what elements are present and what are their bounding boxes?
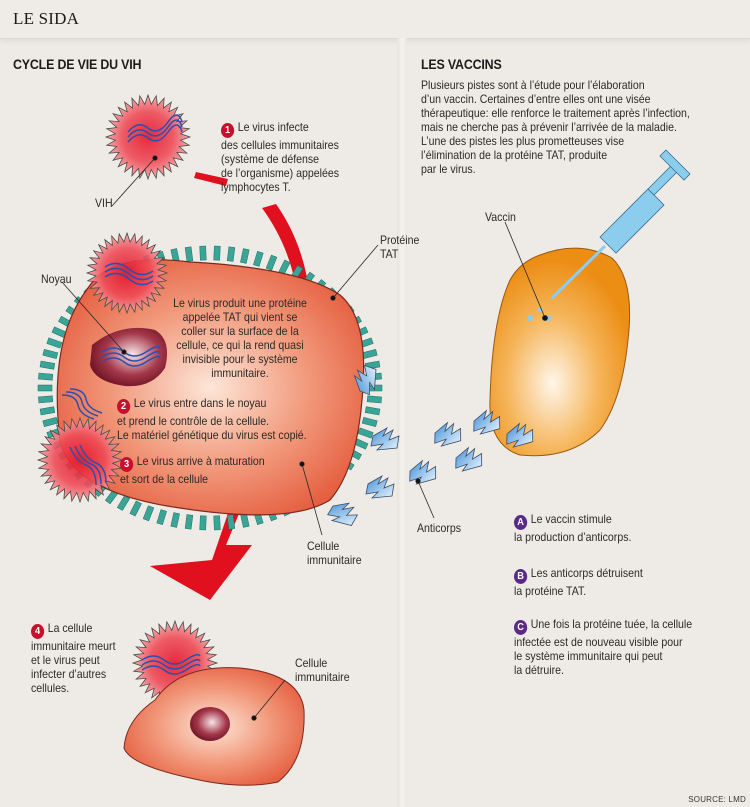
tat-protein — [156, 509, 167, 525]
label-cellule-immunitaire: Cellule immunitaire — [307, 539, 362, 567]
step-b-lead: Les anticorps détruisent — [530, 566, 643, 580]
hiv-virus-1 — [104, 93, 192, 181]
step-badge: 1 — [221, 123, 235, 138]
tat-protein — [226, 514, 236, 530]
antibody — [365, 474, 395, 499]
antibodies-group — [327, 364, 534, 526]
antibody — [473, 409, 501, 435]
tat-protein — [199, 245, 207, 261]
step-badge: 3 — [120, 457, 134, 472]
tat-protein — [361, 349, 378, 359]
label-cellule-immunitaire-2: Cellule immunitaire — [295, 656, 350, 684]
tat-protein — [38, 395, 54, 404]
tat-protein — [361, 417, 378, 427]
antibody — [327, 502, 359, 526]
tat-protein — [42, 349, 59, 359]
antibody — [506, 422, 534, 448]
page-title: LE SIDA — [13, 9, 80, 28]
virus-spikes — [36, 416, 124, 504]
tat-protein — [226, 246, 236, 262]
vaccinated-cell — [489, 247, 631, 457]
cell-nucleus — [90, 327, 168, 387]
step-badge: 2 — [117, 399, 131, 414]
tat-note: Le virus produit une protéine appelée TA… — [173, 296, 307, 380]
virus-spikes — [104, 93, 192, 181]
page-fold-divider — [397, 38, 407, 807]
tat-protein — [129, 500, 142, 517]
step-1-lead: Le virus infecte — [237, 120, 309, 134]
tat-protein — [357, 427, 374, 439]
step-badge: 4 — [31, 624, 45, 639]
antibody — [353, 364, 377, 396]
tat-protein — [364, 406, 381, 416]
step-3-lead: Le virus arrive à maturation — [136, 454, 265, 468]
tat-protein — [265, 254, 278, 271]
step-2-lead: Le virus entre dans le noyau — [133, 396, 267, 410]
label-noyau: Noyau — [41, 272, 72, 286]
label-anticorps: Anticorps — [417, 521, 462, 535]
step-b-text: la protéine TAT. — [514, 584, 587, 598]
label-vaccin: Vaccin — [485, 210, 516, 224]
step-2-text: et prend le contrôle de la cellule. Le m… — [117, 414, 307, 442]
antibody — [434, 421, 462, 447]
step-1-text: des cellules immunitaires (système de dé… — [221, 138, 340, 194]
tat-protein — [366, 395, 382, 404]
tat-protein — [184, 246, 194, 262]
tat-protein — [213, 515, 221, 531]
step-badge: C — [514, 620, 528, 635]
hiv-virus-exiting — [36, 416, 124, 504]
tat-protein — [42, 417, 59, 427]
vaccins-intro-text: Plusieurs pistes sont à l’étude pour l’é… — [421, 78, 690, 176]
tat-protein — [116, 495, 131, 511]
cell-nucleus-small — [190, 707, 230, 741]
step-a-text: la production d’anticorps. — [514, 530, 632, 544]
viral-rna-strands — [61, 114, 201, 675]
label-vih: VIH — [95, 196, 113, 210]
tat-protein — [199, 515, 207, 531]
tat-protein — [253, 251, 264, 267]
tat-protein — [184, 514, 194, 530]
step-a-lead: Le vaccin stimule — [530, 512, 612, 526]
antibody — [455, 446, 483, 472]
tat-protein — [37, 384, 53, 392]
source-credit: SOURCE: LMD — [688, 795, 746, 804]
tat-protein — [240, 248, 250, 264]
tat-protein — [170, 512, 180, 528]
section-title-vaccins: LES VACCINS — [421, 57, 502, 72]
step-c-text: infectée est de nouveau visible pour le … — [514, 635, 683, 677]
tat-protein — [213, 245, 221, 261]
tat-protein — [39, 360, 56, 370]
step-badge: B — [514, 569, 528, 584]
label-proteine-tat: Protéine TAT — [380, 233, 420, 261]
step-4-text: immunitaire meurt et le virus peut infec… — [31, 639, 116, 695]
tat-protein — [38, 372, 54, 381]
tat-protein — [142, 505, 155, 522]
antibody — [409, 459, 437, 485]
antibody — [370, 426, 400, 451]
step-3-text: et sort de la cellule — [120, 472, 209, 486]
step-4-lead: La cellule — [47, 621, 93, 635]
leader-lines — [61, 155, 548, 721]
header-bar: LE SIDA — [0, 0, 750, 39]
step-c-lead: Une fois la protéine tuée, la cellule — [530, 617, 693, 631]
section-title-cycle: CYCLE DE VIE DU VIH — [13, 57, 142, 72]
tat-protein — [39, 406, 56, 416]
step-badge: A — [514, 515, 528, 530]
tat-protein — [46, 337, 63, 349]
